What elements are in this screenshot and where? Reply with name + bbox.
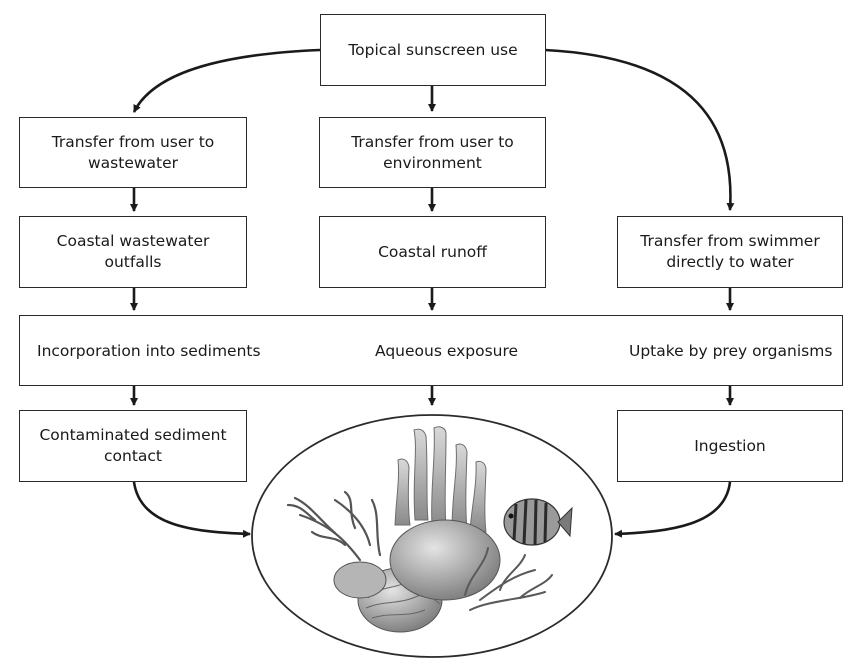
- box-transfer-from-swimmer: Transfer from swimmer directly to water: [617, 216, 843, 288]
- box-contaminated-sediment-contact: Contaminated sediment contact: [19, 410, 247, 482]
- arrow-sediment-to-reef: [132, 481, 251, 538]
- arrow-top-to-swimmer: [544, 48, 735, 211]
- arrow-top-to-wastewater: [132, 48, 321, 113]
- arrow-ingestion-to-reef: [614, 481, 732, 538]
- box-transfer-to-wastewater: Transfer from user to wastewater: [19, 117, 247, 188]
- band-label-sediments: Incorporation into sediments: [37, 342, 261, 360]
- exposure-band: [19, 315, 843, 386]
- box-ingestion: Ingestion: [617, 410, 843, 482]
- band-label-aqueous: Aqueous exposure: [375, 342, 519, 360]
- band-label-prey: Uptake by prey organisms: [629, 342, 833, 360]
- box-coastal-wastewater-outfalls: Coastal wastewater outfalls: [19, 216, 247, 288]
- box-topical-sunscreen-use: Topical sunscreen use: [320, 14, 546, 86]
- fish-icon: [503, 498, 573, 546]
- box-transfer-to-environment: Transfer from user to environment: [319, 117, 546, 188]
- box-coastal-runoff: Coastal runoff: [319, 216, 546, 288]
